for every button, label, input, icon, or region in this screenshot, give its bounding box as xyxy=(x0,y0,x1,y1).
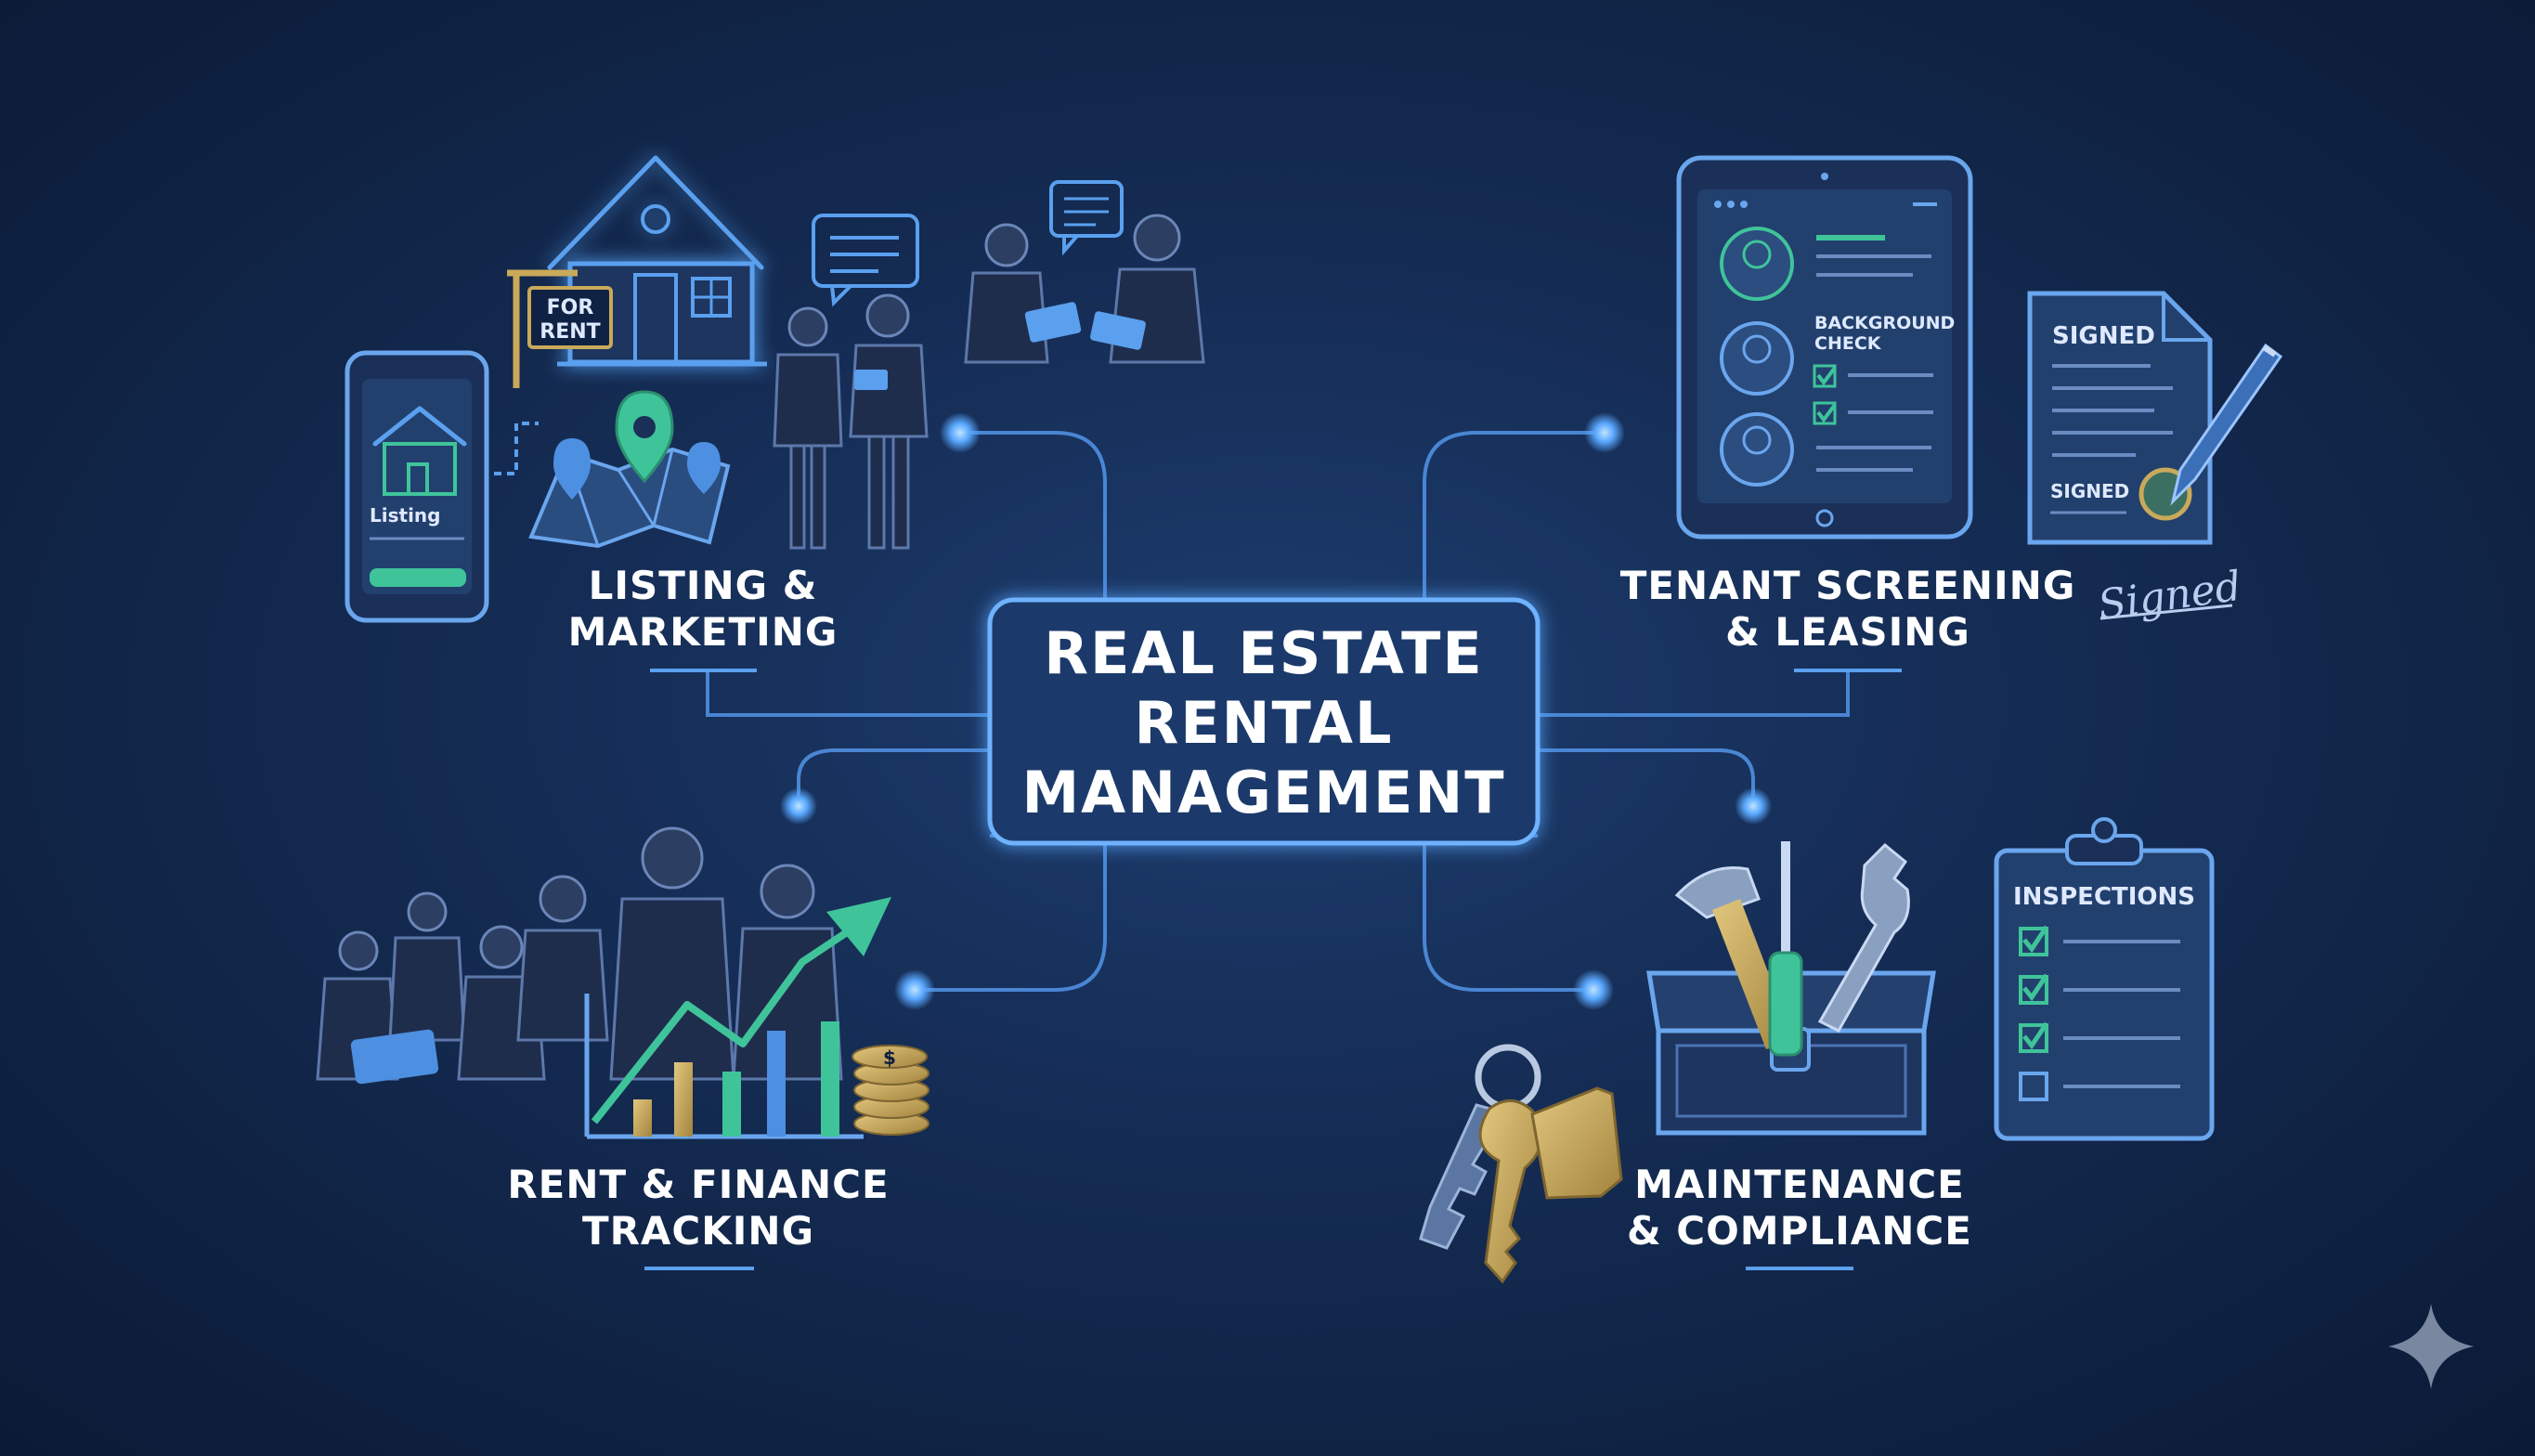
node-dot xyxy=(780,787,817,825)
dashed-link xyxy=(494,422,539,475)
background-check-line1: BACKGROUND xyxy=(1814,313,1955,333)
maintenance-title-line2: & COMPLIANCE xyxy=(1627,1208,1972,1254)
chat-bubble-icon xyxy=(812,214,919,307)
pen-icon xyxy=(2170,343,2283,506)
node-dot xyxy=(1584,412,1625,453)
connector-maintenance xyxy=(1423,834,1593,992)
tenant-title-line1: TENANT SCREENING xyxy=(1620,563,2076,608)
screwdriver-icon xyxy=(1768,841,1803,1057)
node-dot xyxy=(940,412,981,453)
section-listing-label: LISTING & MARKETING xyxy=(568,563,838,672)
center-title-line2: RENTAL xyxy=(1135,689,1394,757)
chat-bubble-icon xyxy=(1049,180,1124,256)
node-dot xyxy=(1573,969,1614,1010)
connector-listing-upper xyxy=(960,431,1107,735)
connectors xyxy=(706,412,1850,1010)
section-maintenance-label: MAINTENANCE & COMPLIANCE xyxy=(1627,1162,1972,1270)
section-rent-label: RENT & FINANCE TRACKING xyxy=(507,1162,889,1270)
connector-rent xyxy=(915,834,1107,992)
phone-listing-icon: Listing xyxy=(344,350,489,623)
background-check-line2: CHECK xyxy=(1814,333,1882,354)
node-dot xyxy=(894,969,935,1010)
connector-listing xyxy=(706,672,990,717)
for-rent-sign: FOR RENT xyxy=(507,269,613,388)
coin-stack-icon: $ xyxy=(852,1045,930,1136)
node-dot xyxy=(1735,787,1772,825)
sparkle-icon xyxy=(2388,1304,2474,1389)
connector-rent-upper xyxy=(797,748,990,806)
maintenance-title-line1: MAINTENANCE xyxy=(1634,1162,1965,1207)
tenant-title-line2: & LEASING xyxy=(1725,609,1970,655)
connector-tenant xyxy=(1538,672,1850,717)
rent-title-line2: TRACKING xyxy=(582,1208,814,1254)
growth-chart-icon xyxy=(584,897,891,1139)
agents-people-icon xyxy=(773,214,1205,550)
phone-listing-label: Listing xyxy=(370,504,440,526)
center-node: REAL ESTATE RENTAL MANAGEMENT xyxy=(987,597,1540,846)
signed-doc-title: SIGNED xyxy=(2052,322,2155,350)
connector-tenant-upper xyxy=(1423,431,1605,735)
map-icon xyxy=(528,390,731,549)
signed-stamp-label: SIGNED xyxy=(2050,480,2129,502)
tablet-screening-icon: BACKGROUND CHECK xyxy=(1676,155,1973,540)
center-title-line3: MANAGEMENT xyxy=(1021,759,1505,826)
section-tenant-label: TENANT SCREENING & LEASING xyxy=(1620,563,2076,672)
inspections-clipboard-icon: INSPECTIONS xyxy=(1994,817,2215,1141)
signature-underline xyxy=(2100,604,2233,620)
signed-document-icon: SIGNED SIGNED xyxy=(2027,291,2213,545)
wrench-icon xyxy=(1817,842,1910,1033)
for-rent-line2: RENT xyxy=(540,320,600,344)
team-people-icon xyxy=(316,826,843,1085)
for-rent-line1: FOR xyxy=(547,296,594,319)
keys-icon xyxy=(1419,1044,1623,1284)
signature-mark: Signed xyxy=(2095,563,2244,630)
inspections-title: INSPECTIONS xyxy=(2013,883,2195,911)
rent-title-line1: RENT & FINANCE xyxy=(507,1162,889,1207)
listing-title-line2: MARKETING xyxy=(568,609,838,655)
center-title-line1: REAL ESTATE xyxy=(1044,619,1483,687)
listing-title-line1: LISTING & xyxy=(589,563,818,608)
coin-symbol: $ xyxy=(883,1046,896,1069)
connector-maintenance-upper xyxy=(1538,748,1755,806)
